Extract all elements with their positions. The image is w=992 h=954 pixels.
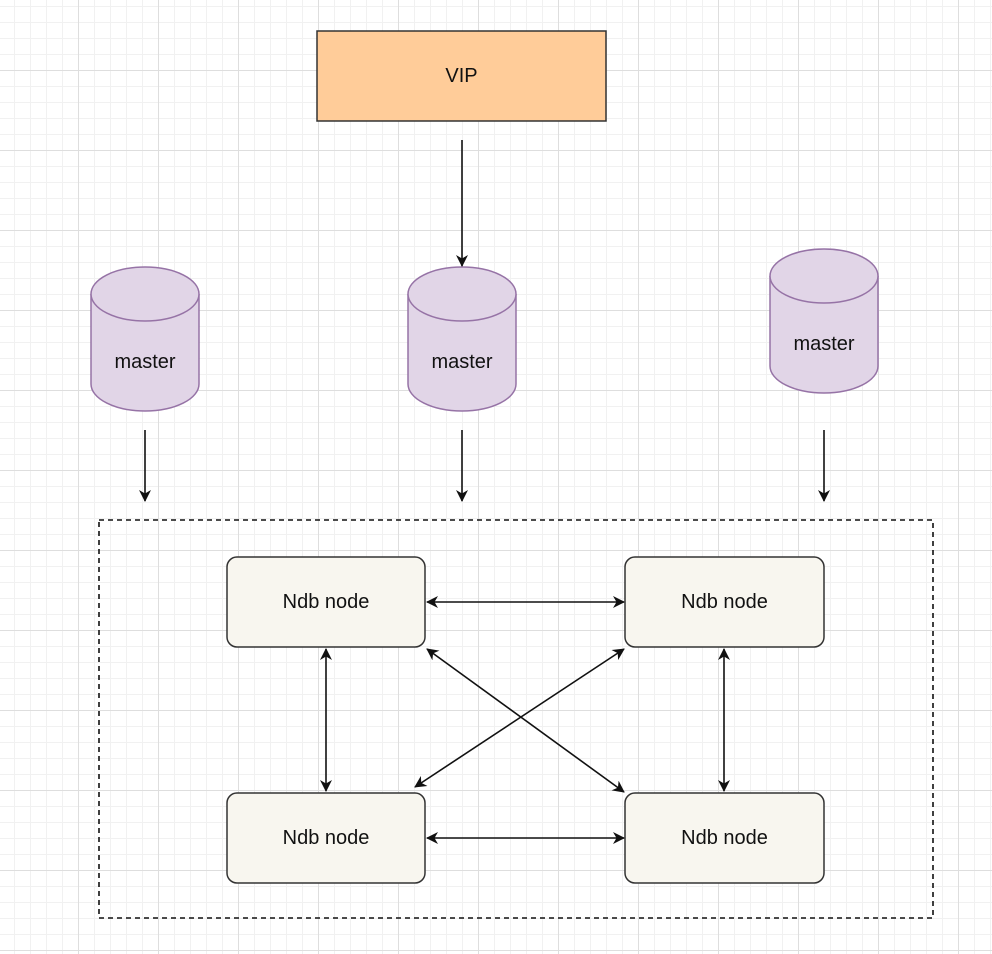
master-cylinder-3-body [769,276,879,394]
vip-box[interactable] [316,30,607,122]
master-cylinder-1-body [90,294,200,412]
edge-ndb-2-ndb-3[interactable] [414,648,625,788]
master-cylinder-3-top [769,248,879,304]
ndb-node-box-4[interactable] [624,792,825,884]
ndb-node-box-2[interactable] [624,556,825,648]
cluster-group-container [98,519,934,919]
ndb-node-box-1[interactable] [226,556,426,648]
master-cylinder-1-top [90,266,200,322]
master-cylinder-3[interactable] [769,248,879,394]
master-cylinder-1[interactable] [90,266,200,412]
master-cylinder-2-top [407,266,517,322]
master-cylinder-2-body [407,294,517,412]
ndb-node-box-3[interactable] [226,792,426,884]
master-cylinder-2[interactable] [407,266,517,412]
edge-ndb-1-ndb-4[interactable] [426,648,625,793]
